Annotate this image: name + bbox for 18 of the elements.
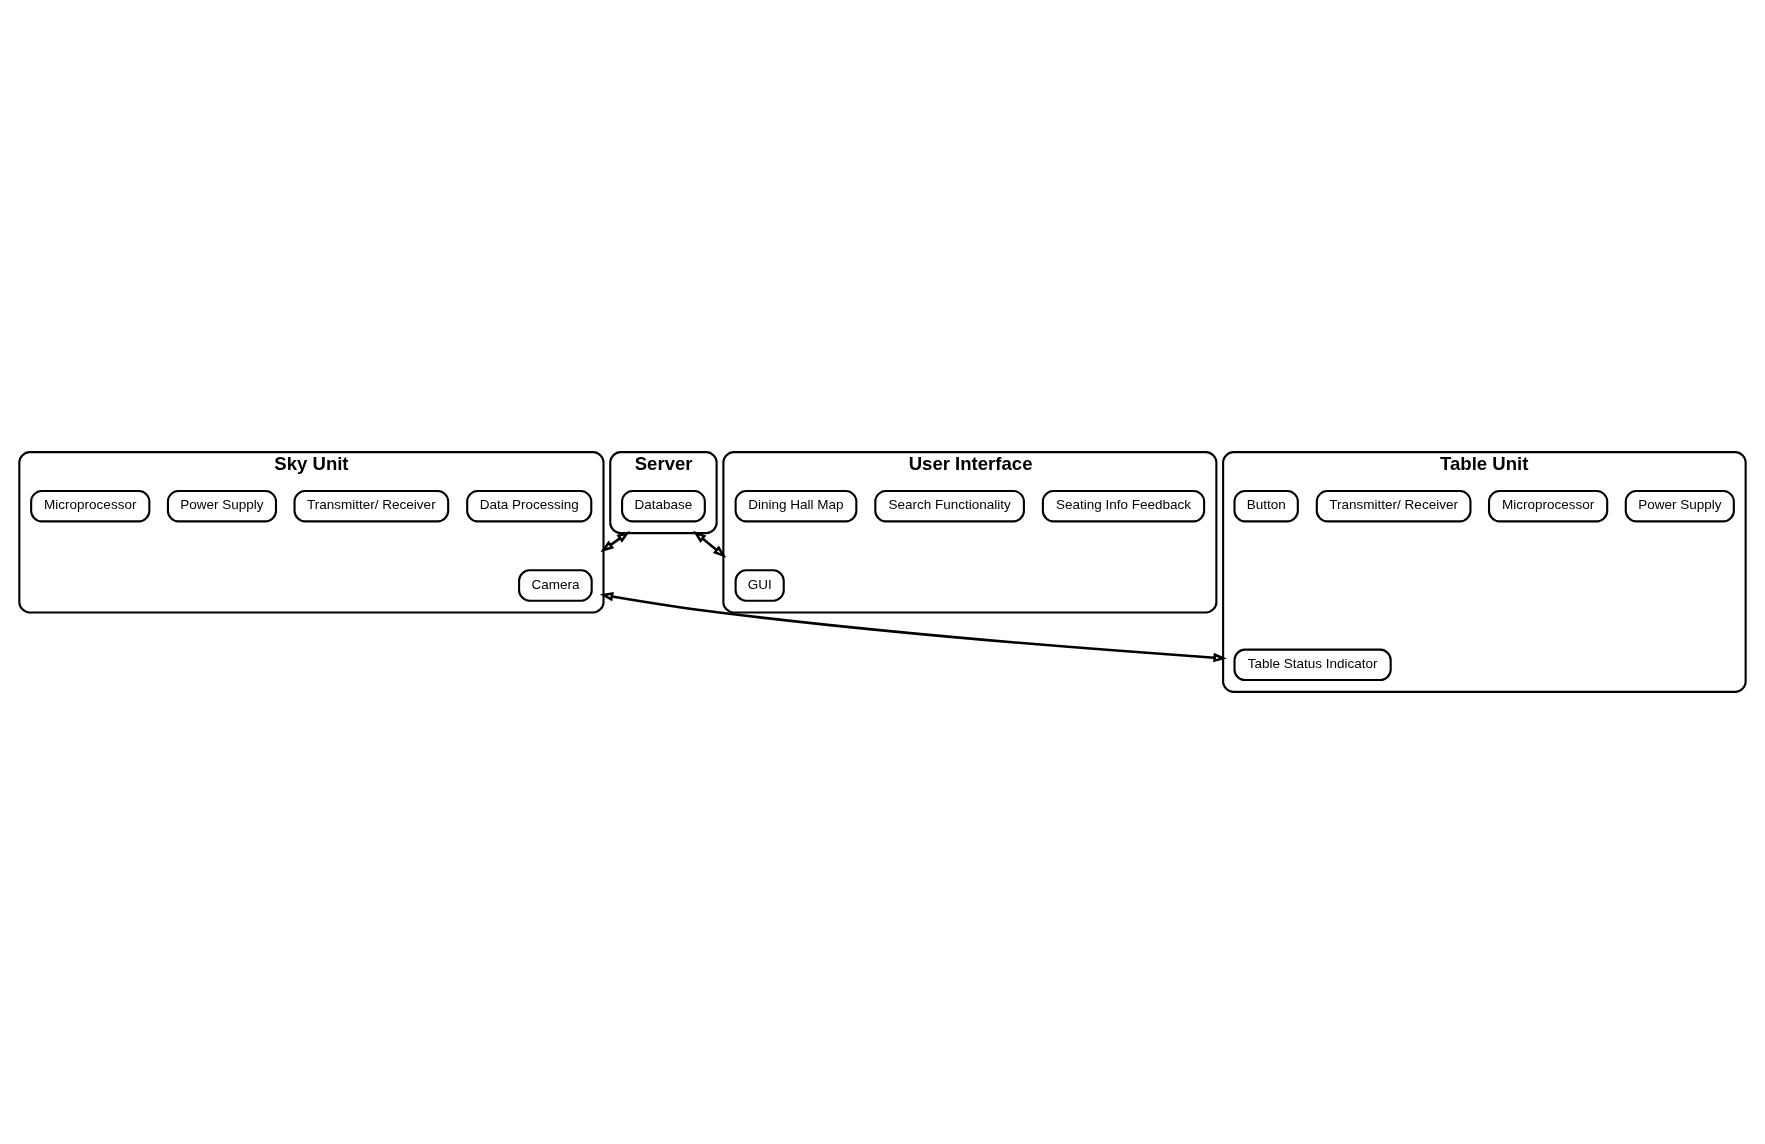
node-box: Data Processing [466, 489, 593, 523]
node-box: Power Supply [1624, 489, 1735, 523]
arrow [599, 591, 1227, 663]
node-box: Camera [518, 569, 593, 602]
node-box: Power Supply [166, 489, 278, 523]
node-box: Dining Hall Map [734, 489, 858, 523]
arrow [600, 530, 631, 553]
node-box: Microprocessor [30, 489, 151, 523]
node-box: Seating Info Feedback [1041, 489, 1206, 523]
node-box: Database [621, 489, 706, 523]
node-box: Button [1233, 489, 1299, 523]
node-box: Search Functionality [874, 489, 1025, 523]
node-box: Table Status Indicator [1233, 648, 1392, 682]
node-box: Microprocessor [1487, 489, 1609, 523]
arrow [692, 530, 727, 558]
node-box: GUI [734, 569, 785, 602]
node-box: Transmitter/ Receiver [293, 489, 450, 523]
node-box: Transmitter/ Receiver [1315, 489, 1472, 523]
